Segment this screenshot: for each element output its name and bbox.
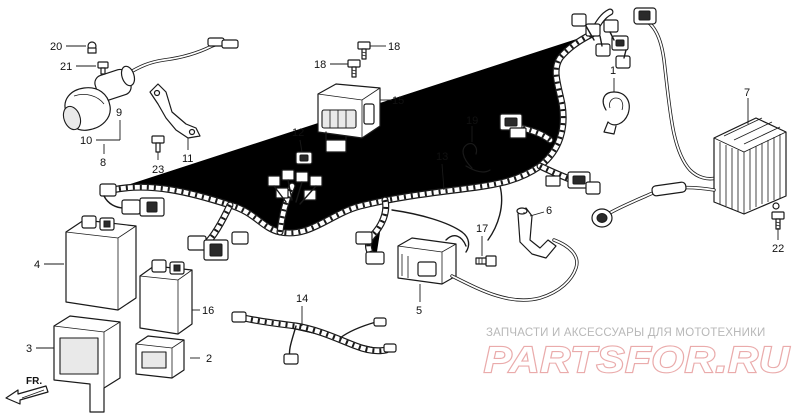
unit-16	[139, 259, 193, 335]
watermark-caption: ЗАПЧАСТИ И АКСЕССУАРЫ ДЛЯ МОТОТЕХНИКИ	[486, 327, 766, 339]
callout-11: 11	[182, 153, 193, 165]
callout-17: 17	[476, 223, 488, 235]
callout-18-upper: 18	[388, 41, 400, 53]
callout-20: 20	[50, 41, 62, 53]
watermark-logo: PARTSFOR.RU	[484, 339, 790, 380]
starter-relay-cover	[62, 37, 239, 131]
regulator-rectifier	[591, 7, 787, 228]
callout-7: 7	[744, 87, 750, 99]
callout-19: 19	[466, 115, 478, 127]
sub-wire-harness	[231, 311, 397, 365]
callout-16: 16	[202, 305, 214, 317]
relay-bracket	[149, 83, 201, 139]
callout-4: 4	[34, 259, 40, 271]
bolt-18-upper	[357, 41, 371, 60]
bolt-18-lower	[347, 59, 361, 78]
connector-left-a	[121, 199, 141, 215]
callout-21: 21	[60, 61, 72, 73]
callout-12: 12	[292, 127, 304, 139]
connector-cluster-centre	[267, 169, 323, 205]
watermark: ЗАПЧАСТИ И АКСЕССУАРЫ ДЛЯ МОТОТЕХНИКИ PA…	[483, 327, 790, 381]
callout-23: 23	[152, 164, 164, 176]
callout-9: 9	[116, 107, 122, 119]
callout-1: 1	[610, 65, 616, 77]
wire-band-19	[462, 143, 491, 173]
callout-22: 22	[772, 243, 784, 255]
bolt-20	[87, 41, 97, 54]
relay-12	[295, 151, 313, 165]
connector-upper-mid	[499, 113, 527, 139]
bolt-23	[151, 135, 165, 153]
connector-cluster-right	[545, 171, 601, 195]
spark-plug-cap	[516, 207, 557, 259]
callout-5: 5	[416, 305, 422, 317]
callout-8: 8	[100, 157, 106, 169]
callout-18-lower: 18	[314, 59, 326, 71]
callout-14: 14	[296, 293, 308, 305]
callout-6: 6	[546, 205, 552, 217]
front-direction-marker: FR.	[5, 376, 49, 405]
cover-2	[135, 335, 185, 379]
bolt-21	[97, 61, 109, 75]
bolt-22	[771, 211, 785, 230]
cover-3	[53, 315, 121, 413]
bolt-17	[475, 255, 497, 267]
harness-clamp	[602, 91, 630, 135]
front-arrow-icon	[5, 385, 49, 405]
front-direction-label: FR.	[26, 376, 42, 387]
ignition-coil	[397, 235, 579, 302]
callouts: 20 21 9 10 8 11 23 18 18 15 12 19 13	[26, 41, 784, 365]
connector-cluster-top-right	[571, 13, 631, 69]
fuse-box	[317, 83, 381, 153]
callout-15: 15	[392, 95, 404, 107]
callout-3: 3	[26, 343, 32, 355]
callout-13: 13	[436, 151, 448, 163]
ignition-control-module	[65, 215, 137, 311]
callout-2: 2	[206, 353, 212, 365]
callout-10: 10	[80, 135, 92, 147]
